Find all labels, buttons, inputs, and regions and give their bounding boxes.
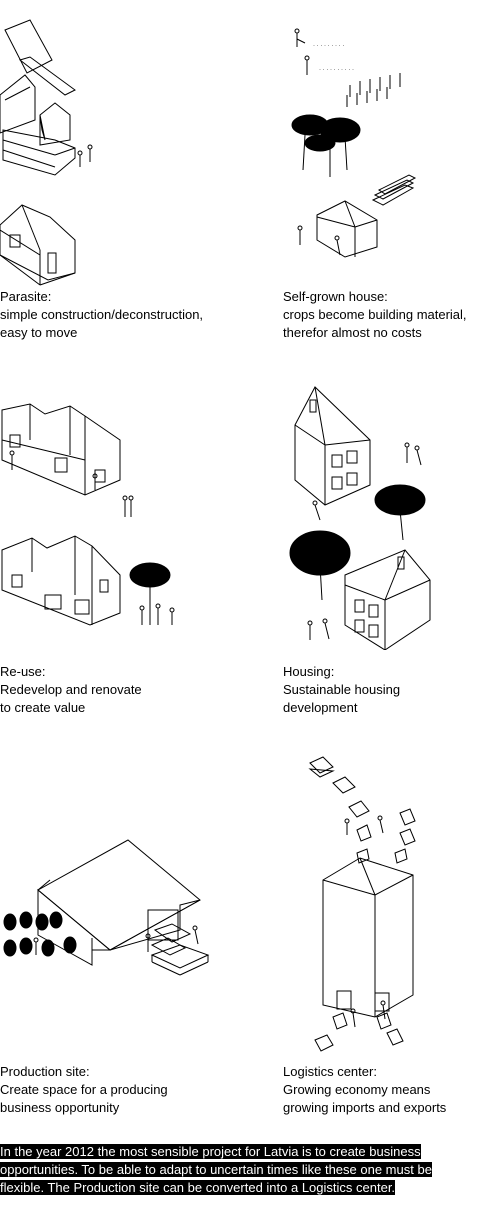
production-line-2: business opportunity (0, 1100, 120, 1115)
reuse-illustration (0, 400, 185, 630)
parasite-line-1: simple construction/deconstruction, (0, 307, 204, 322)
production-caption: Production site: Create space for a prod… (0, 1063, 168, 1117)
svg-text:· · · · · · · · ·: · · · · · · · · · (313, 43, 344, 49)
parasite-title: Parasite: (0, 289, 52, 304)
selfgrown-illustration: · · · · · · · · · · · · · · · · · · · (285, 25, 425, 265)
parasite-illustration (0, 15, 120, 290)
reuse-title: Re-use: (0, 664, 46, 679)
svg-text:· · · · · · · · · ·: · · · · · · · · · · (319, 67, 354, 73)
production-title: Production site: (0, 1064, 90, 1079)
housing-illustration (285, 385, 435, 650)
housing-line-2: development (283, 700, 358, 715)
footer-line-1: In the year 2012 the most sensible proje… (0, 1144, 421, 1159)
production-line-1: Create space for a producing (0, 1082, 168, 1097)
housing-line-1: Sustainable housing (283, 682, 401, 697)
footer-line-3: flexible. The Production site can be con… (0, 1180, 396, 1195)
logistics-illustration (305, 755, 425, 1055)
selfgrown-title: Self-grown house: (283, 289, 388, 304)
housing-title: Housing: (283, 664, 335, 679)
footer-line-2: opportunities. To be able to adapt to un… (0, 1162, 432, 1177)
reuse-line-1: Redevelop and renovate (0, 682, 142, 697)
production-illustration (0, 830, 215, 980)
parasite-caption: Parasite: simple construction/deconstruc… (0, 288, 203, 342)
reuse-line-2: to create value (0, 700, 86, 715)
housing-caption: Housing: Sustainable housing development (283, 663, 400, 717)
selfgrown-line-1: crops become building material, (283, 307, 467, 322)
selfgrown-caption: Self-grown house: crops become building … (283, 288, 467, 342)
logistics-title: Logistics center: (283, 1064, 377, 1079)
logistics-caption: Logistics center: Growing economy means … (283, 1063, 446, 1117)
logistics-line-2: growing imports and exports (283, 1100, 447, 1115)
parasite-line-2: easy to move (0, 325, 78, 340)
selfgrown-line-2: therefor almost no costs (283, 325, 422, 340)
reuse-caption: Re-use: Redevelop and renovate to create… (0, 663, 142, 717)
footer-statement: In the year 2012 the most sensible proje… (0, 1143, 472, 1197)
logistics-line-1: Growing economy means (283, 1082, 431, 1097)
